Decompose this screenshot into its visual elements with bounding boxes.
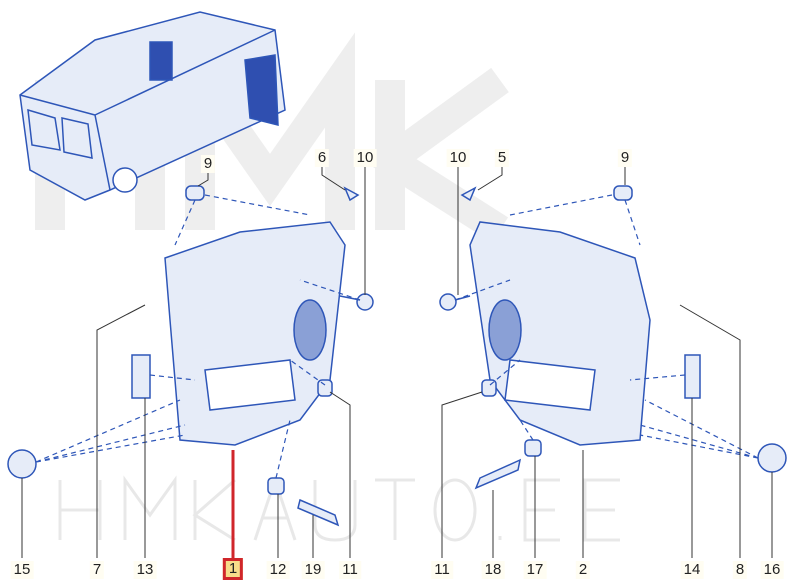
label-6: 6	[314, 149, 330, 167]
label-18: 18	[481, 561, 505, 579]
label-19: 19	[301, 561, 325, 579]
label-1-highlighted: 1	[222, 558, 244, 580]
van-illustration	[19, 11, 286, 201]
label-17: 17	[523, 561, 547, 579]
label-5: 5	[494, 149, 510, 167]
label-7: 7	[89, 561, 105, 579]
label-13: 13	[133, 561, 157, 579]
label-2: 2	[575, 561, 591, 579]
label-9-right: 9	[617, 149, 633, 167]
label-8: 8	[732, 561, 748, 579]
label-10-right: 10	[446, 149, 470, 167]
label-10-left: 10	[353, 149, 377, 167]
label-16: 16	[760, 561, 784, 579]
label-14: 14	[680, 561, 704, 579]
label-11-left: 11	[339, 561, 361, 579]
label-9-left: 9	[200, 155, 216, 173]
label-15: 15	[10, 561, 34, 579]
label-11-right: 11	[431, 561, 453, 579]
watermark-bottom-logo	[58, 475, 620, 542]
label-12: 12	[266, 561, 290, 579]
